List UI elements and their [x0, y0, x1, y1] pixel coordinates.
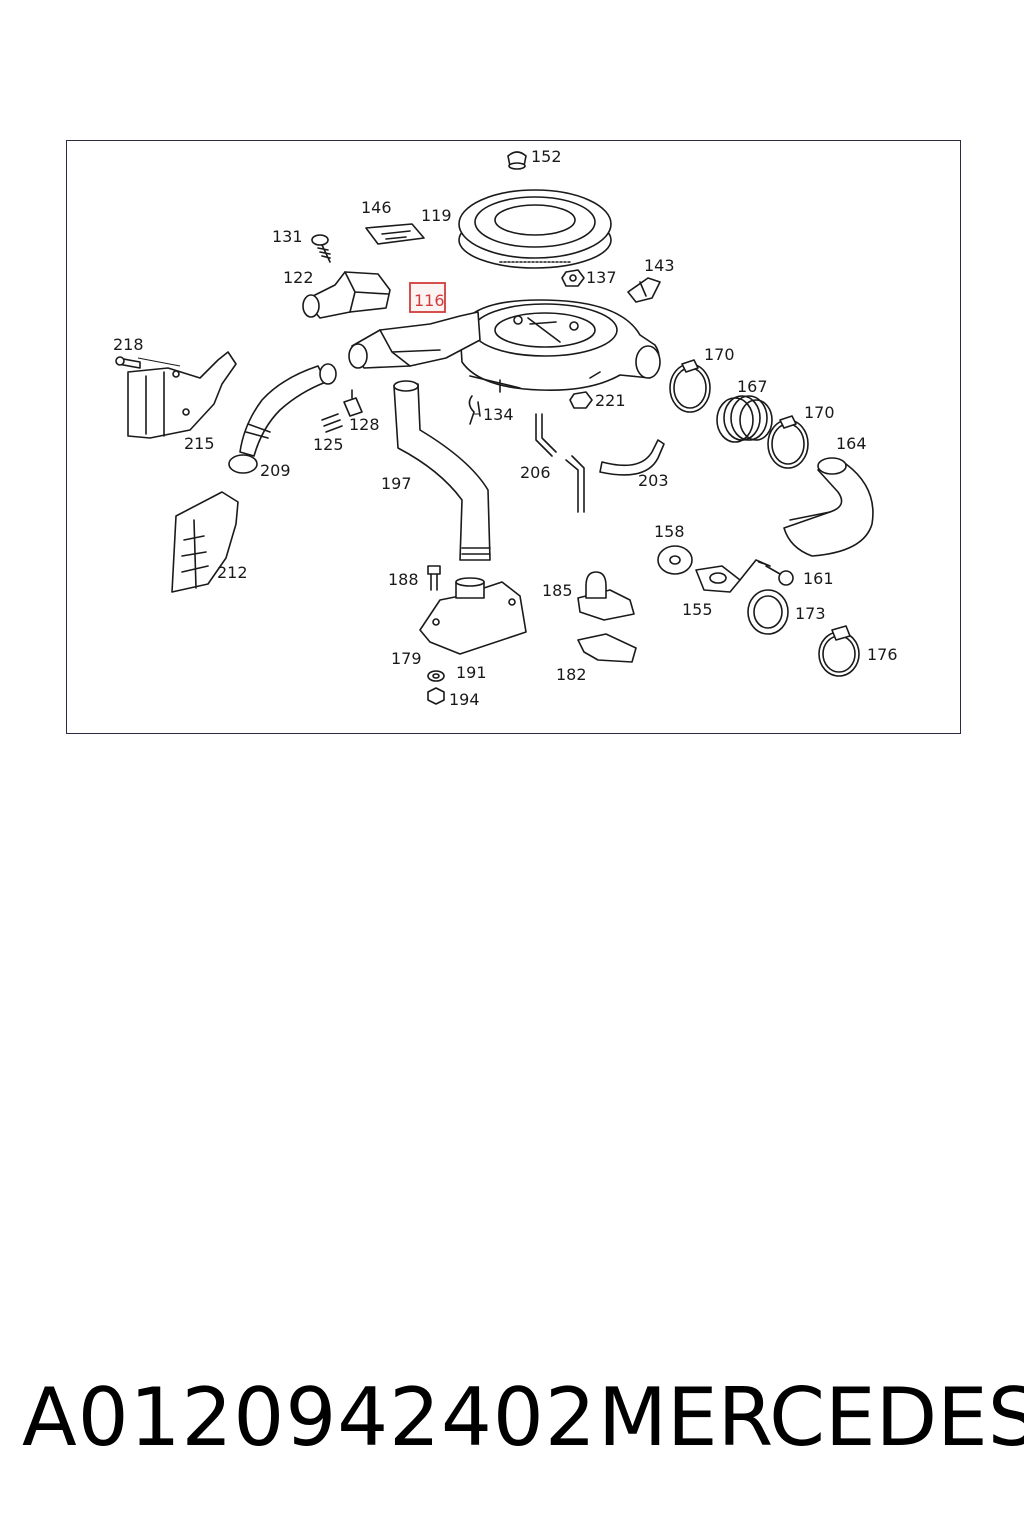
label-134: 134 [483, 405, 514, 424]
label-119: 119 [421, 206, 452, 225]
part-203-hose [599, 439, 665, 476]
brand-name: MERCEDES [598, 1371, 1024, 1464]
parts-diagram: 152 146 119 131 122 137 143 116 218 170 … [113, 147, 898, 709]
label-182: 182 [556, 665, 587, 684]
highlight-box-116 [409, 282, 446, 313]
part-173-ring [747, 589, 789, 635]
callout-labels: 152 146 119 131 122 137 143 116 218 170 … [113, 147, 898, 709]
label-221: 221 [595, 391, 626, 410]
part-164-elbow [783, 457, 874, 557]
part-155-mount [695, 559, 771, 593]
part-170-clamp-upper [669, 359, 711, 413]
label-170-upper: 170 [704, 345, 735, 364]
part-170-clamp-lower [767, 415, 809, 469]
label-167: 167 [737, 377, 768, 396]
label-170-lower: 170 [804, 403, 835, 422]
part-125-spring [321, 413, 343, 433]
part-215-duct [127, 351, 237, 439]
label-212: 212 [217, 563, 248, 582]
label-137: 137 [586, 268, 617, 287]
part-194-nut [427, 687, 445, 705]
label-116: 116 [414, 291, 445, 310]
part-179-bracket [419, 577, 527, 655]
part-206-hose [535, 413, 585, 513]
part-221-nut [569, 391, 593, 409]
part-188-bolt [427, 565, 441, 591]
label-155: 155 [682, 600, 713, 619]
label-188: 188 [388, 570, 419, 589]
label-206: 206 [520, 463, 551, 482]
label-179: 179 [391, 649, 422, 668]
part-158-gasket [657, 545, 693, 575]
part-176-clamp [818, 625, 860, 677]
part-number: A0120942402 [22, 1371, 597, 1464]
label-203: 203 [638, 471, 669, 490]
label-164: 164 [836, 434, 867, 453]
label-173: 173 [795, 604, 826, 623]
part-182-plate [577, 633, 637, 663]
label-194: 194 [449, 690, 480, 709]
label-158: 158 [654, 522, 685, 541]
part-116-housing [348, 299, 661, 393]
part-128-sensor [343, 389, 363, 417]
label-125: 125 [313, 435, 344, 454]
leader-lines [137, 357, 771, 567]
label-218: 218 [113, 335, 144, 354]
part-146-plate [365, 223, 425, 245]
label-122: 122 [283, 268, 314, 287]
label-143: 143 [644, 256, 675, 275]
label-191: 191 [456, 663, 487, 682]
part-161-bolt [765, 565, 794, 586]
part-137-nut [561, 269, 585, 287]
part-218-pin [115, 356, 141, 369]
part-119-filter [458, 189, 612, 269]
label-128: 128 [349, 415, 380, 434]
part-209-hose [228, 363, 337, 474]
part-167-bellows [716, 395, 773, 443]
footer: A0120942402 MERCEDES [0, 1368, 1024, 1468]
part-131-screw [311, 234, 331, 263]
label-161: 161 [803, 569, 834, 588]
part-185-mount [577, 571, 635, 621]
label-176: 176 [867, 645, 898, 664]
part-134-clip [468, 395, 481, 425]
part-212-duct [171, 491, 239, 593]
label-197: 197 [381, 474, 412, 493]
label-146: 146 [361, 198, 392, 217]
label-215: 215 [184, 434, 215, 453]
part-143-bracket [627, 277, 661, 303]
part-197-pipe [393, 380, 491, 561]
label-209: 209 [260, 461, 291, 480]
label-131: 131 [272, 227, 303, 246]
label-152: 152 [531, 147, 562, 166]
label-185: 185 [542, 581, 573, 600]
part-191-washer [427, 670, 445, 682]
part-152 [507, 151, 527, 170]
part-122-intake [302, 271, 391, 319]
